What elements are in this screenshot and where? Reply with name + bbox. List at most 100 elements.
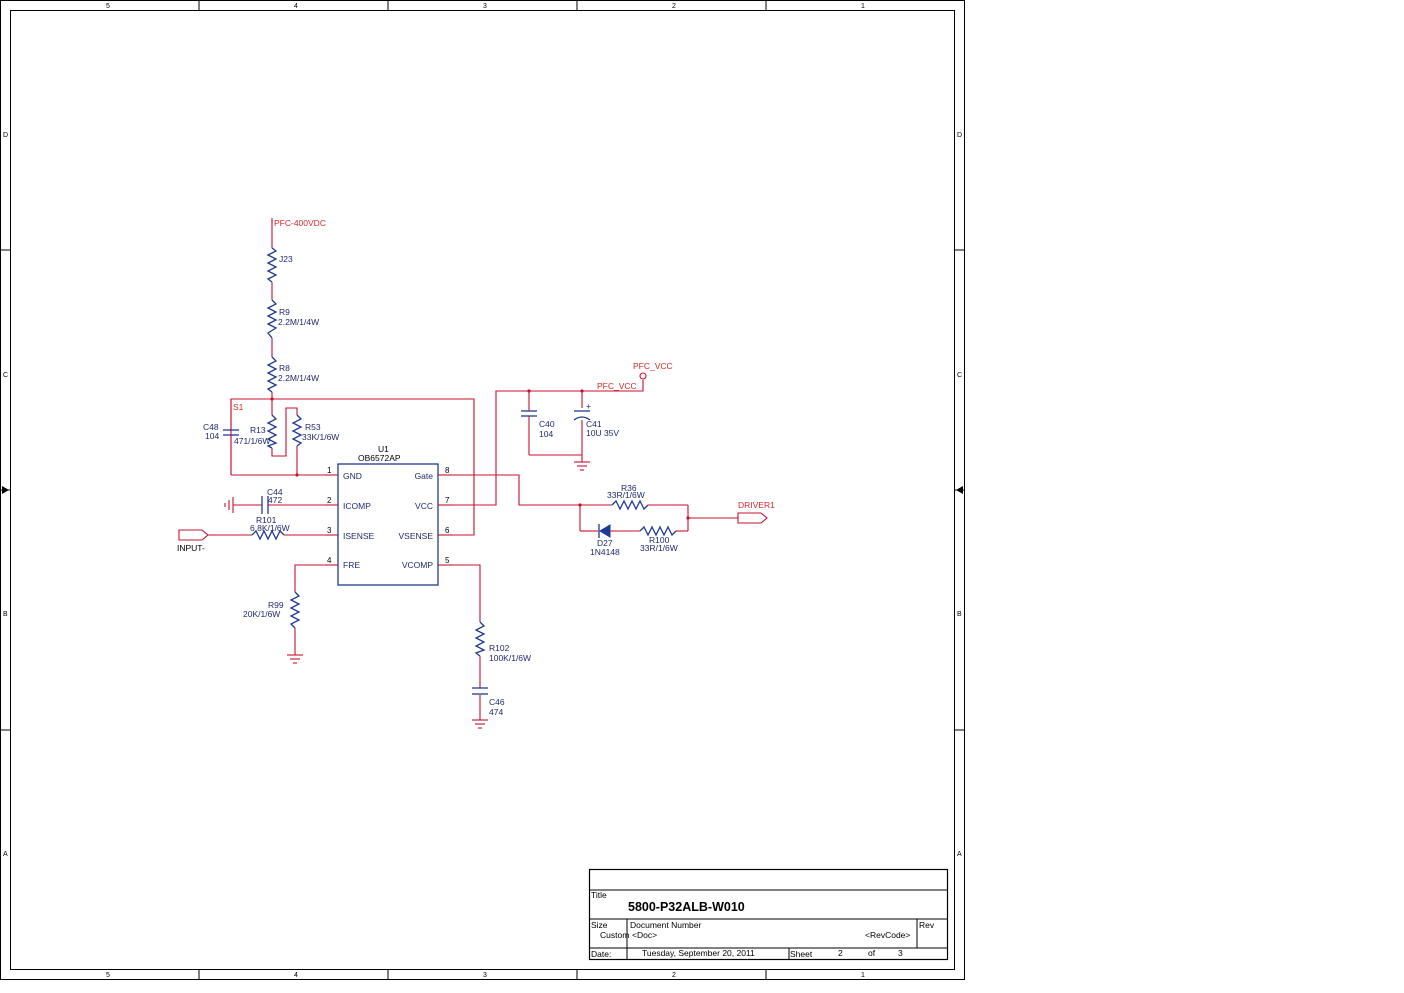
ref-r99: R99 [268,600,284,610]
ground-icon [472,719,488,729]
value-r9: 2.2M/1/4W [278,317,319,327]
ref-r100: R100 [649,535,670,545]
net-label-pfc-vcc: PFC_VCC [597,381,637,391]
value-c46: 474 [489,707,503,717]
resistor-r13-icon [266,414,278,449]
resistors [251,247,677,657]
zone-row-right: B [957,611,962,618]
rev-label: Rev [919,920,935,930]
docnum-label: Document Number [630,920,702,930]
zone-row-left: A [3,851,8,858]
pin-name: Gate [415,471,434,481]
zone-row-right: A [957,851,962,858]
net-label-pfc-vcc-top: PFC_VCC [633,361,673,371]
zone-row-left: C [3,372,8,379]
resistor-r9-icon [266,299,278,339]
zone-col-bottom: 4 [294,972,298,979]
ref-c46: C46 [489,697,505,707]
zone-col-bottom: 2 [672,972,676,979]
ground-icon [574,461,590,471]
input-port-icon [178,529,209,541]
net-labels: PFC-400VDC PFC_VCC PFC_VCC S1 INPUT- DRI… [177,218,775,553]
pin-name: ICOMP [343,501,371,511]
center-arrow-left-icon [2,486,9,494]
ground-icon [287,654,303,664]
zone-col-bottom: 1 [861,972,865,979]
ref-r9: R9 [279,307,290,317]
c41-polarity-label: + [586,401,591,411]
pin-number: 8 [445,466,450,475]
ref-r102: R102 [489,643,510,653]
ref-r13: R13 [250,425,266,435]
ref-j23: J23 [279,254,293,264]
u1-ref: U1 [378,444,389,454]
ref-r36: R36 [621,483,637,493]
junctions [270,389,690,520]
pin-number: 3 [327,526,332,535]
net-label-driver: DRIVER1 [738,500,775,510]
date-label: Date: [591,949,611,959]
zone-row-left: B [3,611,8,618]
capacitors: + [223,401,591,695]
pin-name: ISENSE [343,531,375,541]
pin-name: VSENSE [399,531,434,541]
zone-col-top: 5 [106,3,110,10]
value-c41: 10U 35V [586,428,619,438]
size-value: Custom [600,930,629,940]
pin-name: FRE [343,560,360,570]
zone-row-left: D [3,132,8,139]
zone-col-top: 1 [861,3,865,10]
pfc-vcc-terminal-icon [639,372,647,380]
center-arrow-right-icon [956,486,963,494]
pin-number: 6 [445,526,450,535]
resistor-j23-icon [266,247,278,283]
of-value: 3 [898,948,903,958]
revcode-value: <RevCode> [865,930,910,940]
value-c48: 104 [205,431,219,441]
value-r101: 6.8K/1/6W [250,523,290,533]
value-r36: 33R/1/6W [607,490,645,500]
driver-port-icon [737,512,768,524]
docnum-value: <Doc> [632,930,657,940]
ref-d27: D27 [597,538,613,548]
value-r53: 33K/1/6W [302,432,339,442]
ref-r101: R101 [256,515,277,525]
resistor-r36-icon [611,499,649,511]
sheet-border: 5 4 3 2 1 5 4 3 2 1 D C B A D C B A [0,0,965,980]
ref-c40: C40 [539,419,555,429]
resistor-r99-icon [289,591,301,629]
resistor-r101-icon [251,529,285,541]
value-r8: 2.2M/1/4W [278,373,319,383]
ref-c44: C44 [267,487,283,497]
pin-number: 2 [327,496,332,505]
resistor-r8-icon [266,356,278,393]
u1-value: OB6572AP [358,453,401,463]
ref-c48: C48 [203,422,219,432]
ground-symbols [224,461,590,729]
pin-number: 7 [445,496,450,505]
pin-number: 1 [327,466,332,475]
zone-col-bottom: 3 [483,972,487,979]
value-c40: 104 [539,429,553,439]
resistor-r102-icon [474,621,486,657]
zone-row-right: C [957,372,962,379]
ports [178,218,768,541]
value-r99: 20K/1/6W [243,609,280,619]
ref-c41: C41 [586,419,602,429]
size-label: Size [591,920,608,930]
zone-col-bottom: 5 [106,972,110,979]
net-label-pfc-400vdc: PFC-400VDC [274,218,326,228]
ic-u1: U1 OB6572AP 1 2 3 4 8 7 6 5 GND ICOMP IS… [325,444,452,586]
sheet-value: 2 [838,948,843,958]
document-title: 5800-P32ALB-W010 [628,900,745,914]
value-r100: 33R/1/6W [640,543,678,553]
title-label: Title [591,890,607,900]
value-r13: 471/1/6W [234,436,270,446]
pin-number: 5 [445,556,450,565]
value-d27: 1N4148 [590,547,620,557]
zone-col-top: 3 [483,3,487,10]
resistor-r53-icon [291,414,303,447]
pin-name: VCC [415,501,433,511]
resistor-r100-icon [639,525,677,537]
